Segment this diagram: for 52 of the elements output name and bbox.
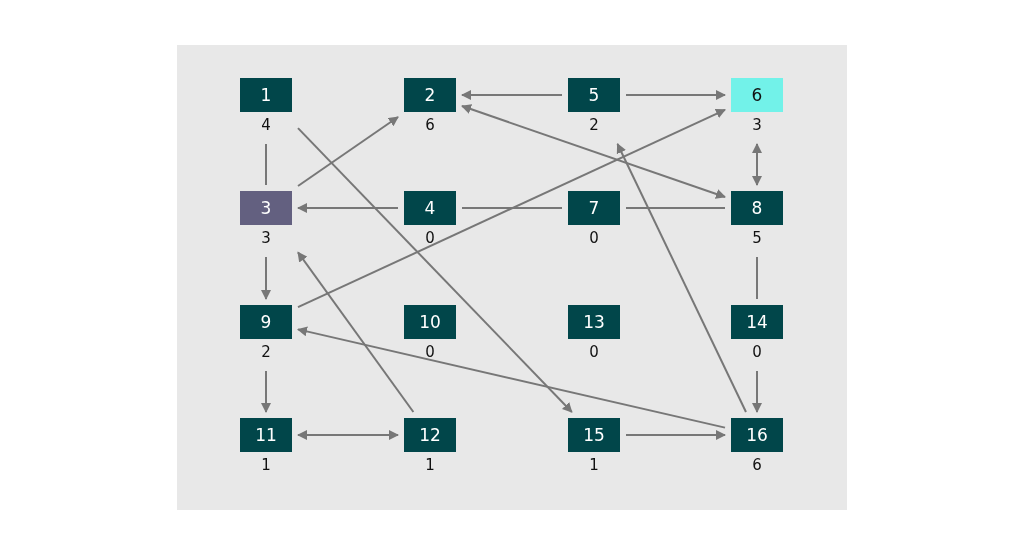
node-box: 9 (240, 305, 292, 339)
node-box: 8 (731, 191, 783, 225)
arrow (297, 203, 399, 213)
arrow (297, 430, 399, 440)
node-box: 10 (404, 305, 456, 339)
node-value: 0 (424, 343, 436, 361)
node-value: 0 (424, 229, 436, 247)
node-box: 14 (731, 305, 783, 339)
arrow (752, 370, 762, 413)
node-box: 4 (404, 191, 456, 225)
node-value: 6 (751, 456, 763, 474)
node-value: 0 (751, 343, 763, 361)
arrow (625, 430, 726, 440)
node-box: 13 (568, 305, 620, 339)
connector-line (756, 256, 758, 300)
node-box: 5 (568, 78, 620, 112)
connector-line (461, 207, 563, 209)
node-box: 3 (240, 191, 292, 225)
arrow (461, 104, 726, 199)
node-value: 3 (751, 116, 763, 134)
arrow (625, 90, 726, 100)
connector-line (265, 143, 267, 186)
node-value: 6 (424, 116, 436, 134)
node-value: 2 (260, 343, 272, 361)
node-box: 16 (731, 418, 783, 452)
node-value: 0 (588, 229, 600, 247)
arrow (261, 370, 271, 413)
node-box: 11 (240, 418, 292, 452)
arrow (297, 116, 399, 187)
connector-line (625, 207, 726, 209)
node-value: 1 (260, 456, 272, 474)
node-value: 3 (260, 229, 272, 247)
arrow (261, 256, 271, 300)
arrow (616, 143, 747, 413)
arrow (461, 90, 563, 100)
node-box: 12 (404, 418, 456, 452)
arrow (752, 143, 762, 186)
node-box: 1 (240, 78, 292, 112)
node-value: 1 (424, 456, 436, 474)
node-value: 5 (751, 229, 763, 247)
arrow (297, 326, 726, 429)
node-box: 6 (731, 78, 783, 112)
node-value: 2 (588, 116, 600, 134)
node-box: 7 (568, 191, 620, 225)
node-value: 0 (588, 343, 600, 361)
arrow (297, 108, 726, 309)
node-box: 15 (568, 418, 620, 452)
node-value: 4 (260, 116, 272, 134)
node-box: 2 (404, 78, 456, 112)
arrow (297, 127, 573, 413)
node-value: 1 (588, 456, 600, 474)
arrow (297, 251, 415, 413)
